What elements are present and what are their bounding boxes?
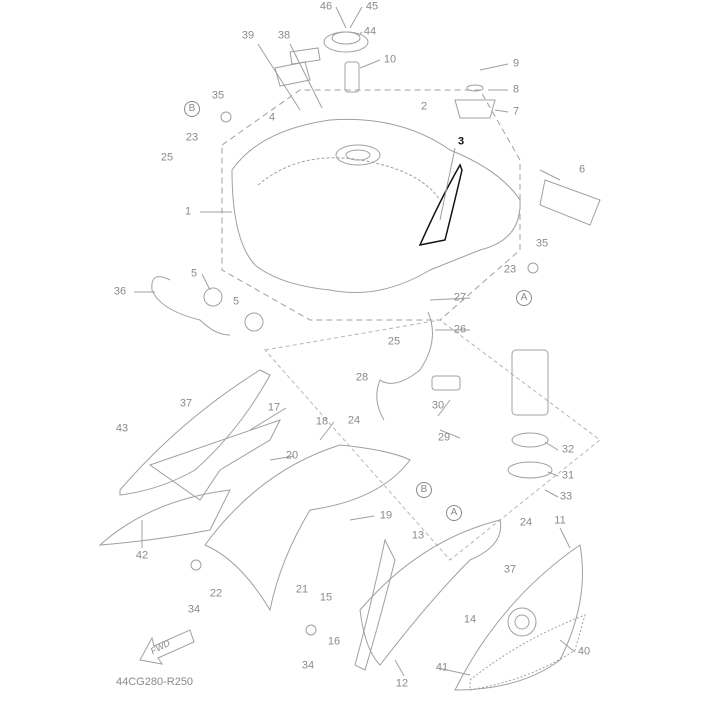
reference-marker: A	[516, 290, 532, 306]
fuel-tank	[231, 118, 521, 293]
reference-marker: B	[184, 101, 200, 117]
part-callout: 14	[463, 613, 477, 626]
part-callout: 36	[113, 285, 127, 298]
part-callout: 3	[457, 135, 465, 148]
side-panel-18	[204, 444, 411, 612]
part-callout: 9	[512, 57, 520, 70]
part-callout: 26	[453, 323, 467, 336]
part-callout: 16	[327, 635, 341, 648]
part-callout: 22	[209, 587, 223, 600]
part-callout: 37	[503, 563, 517, 576]
part-callout: 32	[561, 443, 575, 456]
hose	[151, 276, 231, 336]
part-callout: 44	[363, 25, 377, 38]
part-callout: 12	[395, 677, 409, 690]
fwd-arrow-icon	[139, 629, 195, 665]
part-callout: 25	[160, 151, 174, 164]
part-callout: 17	[267, 401, 281, 414]
part-callout: 1	[184, 205, 192, 218]
part-callout: 23	[185, 131, 199, 144]
part-callout: 5	[232, 295, 240, 308]
reference-marker: A	[446, 505, 462, 521]
part-callout: 25	[387, 335, 401, 348]
part-callout: 39	[241, 29, 255, 42]
part-callout: 33	[559, 490, 573, 503]
part-callout: 41	[435, 661, 449, 674]
drawing-code: 44CG280-R250	[116, 676, 194, 688]
part-callout: 45	[365, 0, 379, 13]
part-callout: 2	[420, 100, 428, 113]
part-callout: 23	[503, 263, 517, 276]
part-callout: 28	[355, 371, 369, 384]
part-callout: 29	[437, 431, 451, 444]
part-callout: 37	[179, 397, 193, 410]
side-cover-left	[119, 369, 271, 496]
part-callout: 24	[519, 516, 533, 529]
part-callout: 20	[285, 449, 299, 462]
fuel-pump	[511, 349, 549, 416]
part-callout: 35	[535, 237, 549, 250]
side-panel-11	[454, 544, 583, 691]
part-callout: 38	[277, 29, 291, 42]
fuel-cap-opening	[335, 144, 381, 166]
part-callout: 27	[453, 291, 467, 304]
part-callout: 42	[135, 549, 149, 562]
part-callout: 8	[512, 83, 520, 96]
part-callout: 13	[411, 529, 425, 542]
part-callout: 34	[187, 603, 201, 616]
part-callout: 46	[319, 0, 333, 13]
part-callout: 11	[554, 514, 566, 527]
side-panel-12	[359, 519, 502, 666]
part-callout: 30	[431, 399, 445, 412]
part-callout: 40	[577, 645, 591, 658]
part-callout: 6	[578, 163, 586, 176]
part-callout: 19	[379, 509, 393, 522]
filler-neck	[344, 61, 360, 93]
part-callout: 7	[512, 105, 520, 118]
part-callout: 10	[383, 53, 397, 66]
part-callout: 31	[561, 469, 575, 482]
part-callout: 15	[319, 591, 333, 604]
part-callout: 43	[115, 422, 129, 435]
emblem-graphic	[418, 163, 463, 247]
part-callout: 35	[211, 89, 225, 102]
part-callout: 21	[295, 583, 309, 596]
part-callout: 18	[315, 415, 329, 428]
part-callout: 4	[268, 111, 276, 124]
reference-marker: B	[416, 482, 432, 498]
cap-assembly	[323, 31, 369, 53]
part-callout: 5	[190, 267, 198, 280]
part-callout: 24	[347, 414, 361, 427]
part-callout: 34	[301, 659, 315, 672]
